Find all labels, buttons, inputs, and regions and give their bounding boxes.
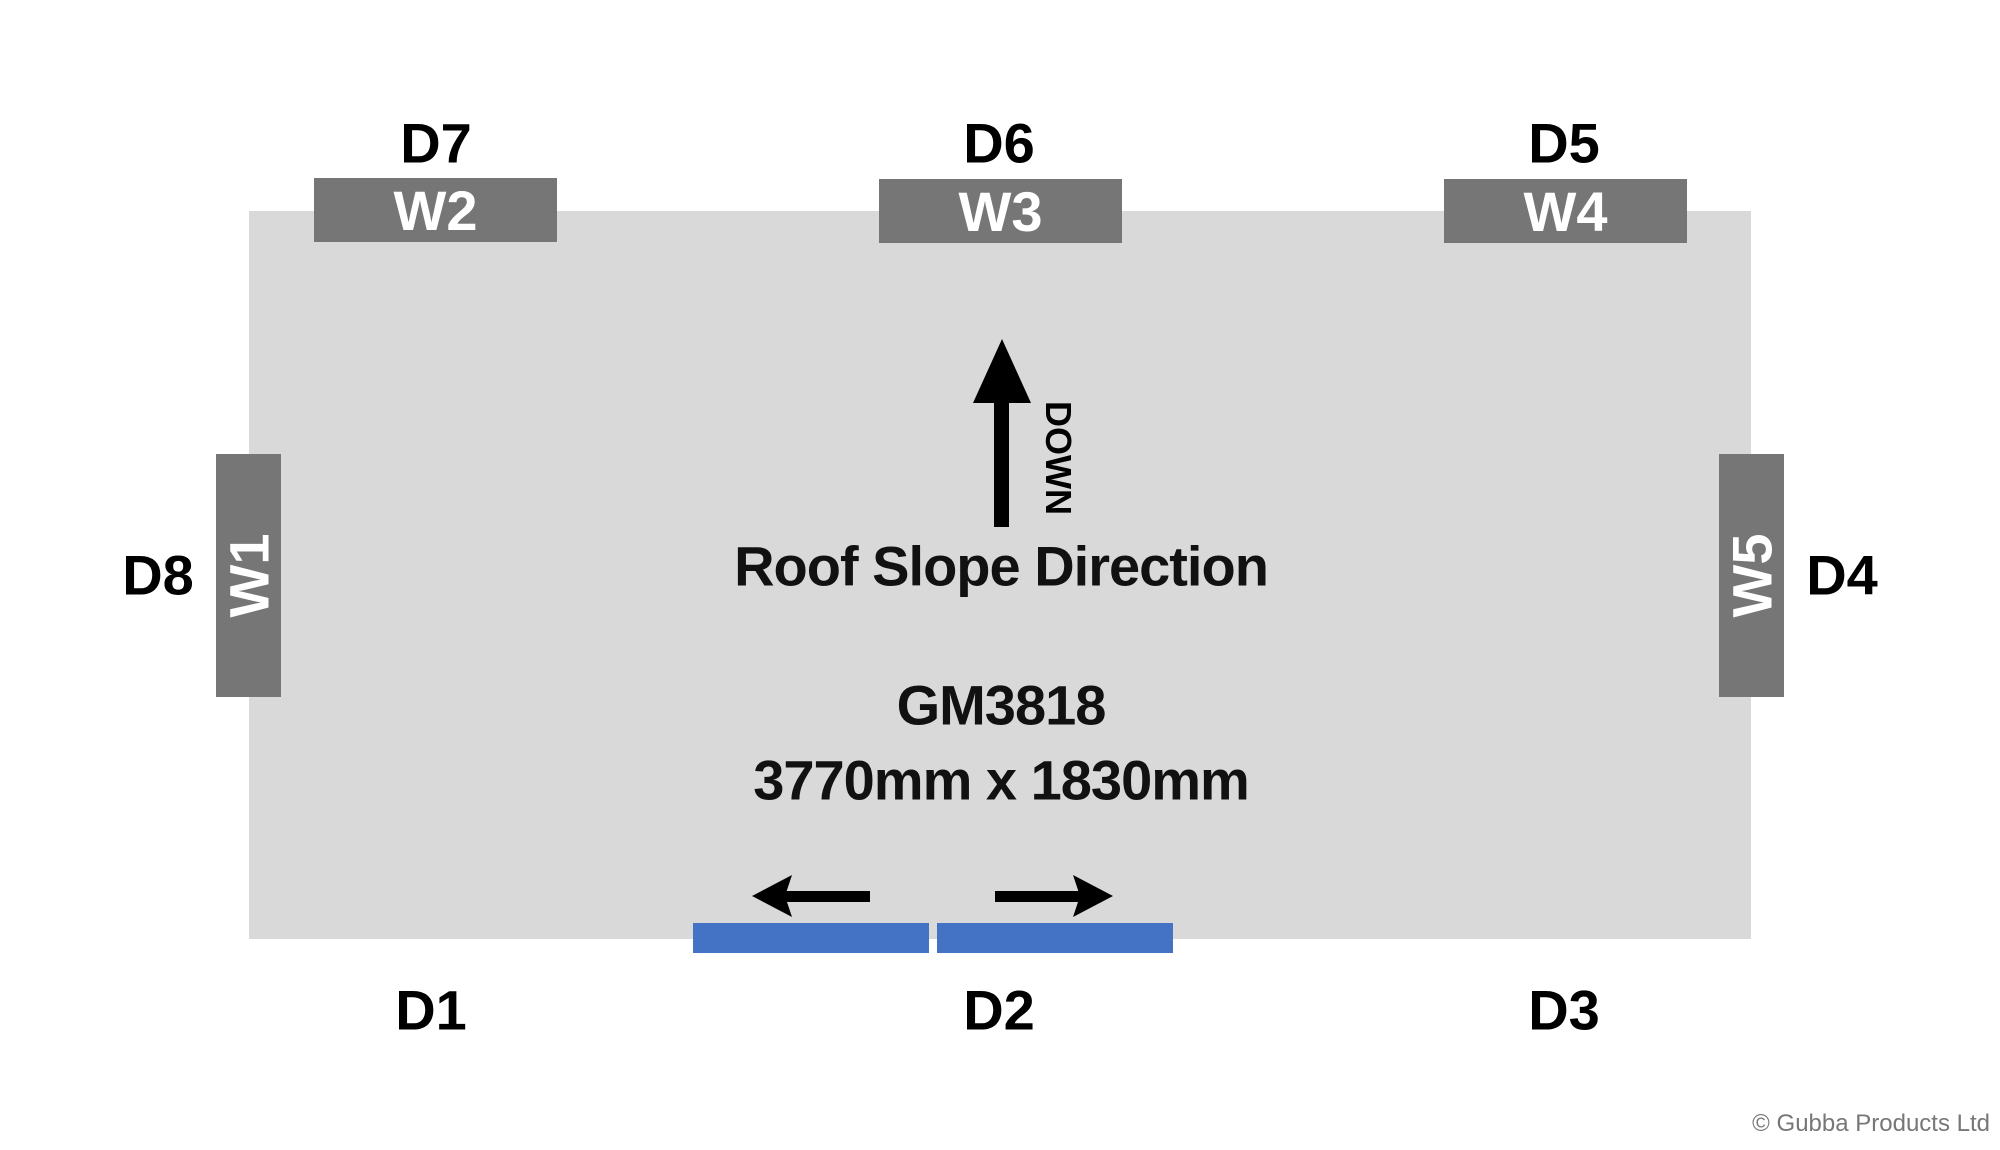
- position-d5: D5: [1528, 111, 1600, 175]
- position-d2: D2: [963, 978, 1035, 1042]
- model-code: GM3818: [896, 673, 1107, 737]
- dimensions: 3770mm x 1830mm: [753, 748, 1250, 812]
- window-w1: W1: [216, 454, 281, 697]
- position-d4: D4: [1806, 543, 1878, 607]
- roof-slope-label: Roof Slope Direction: [734, 534, 1269, 598]
- copyright: © Gubba Products Ltd: [1752, 1110, 1990, 1137]
- sliding-door-left-panel: [693, 923, 929, 953]
- building-floor-plan: [249, 211, 1751, 939]
- slope-down-label: DOWN: [1038, 401, 1079, 515]
- window-w2: W2: [314, 178, 557, 242]
- slope-up-arrow-icon: [973, 339, 1031, 527]
- sliding-door-right-panel: [937, 923, 1173, 953]
- position-d7: D7: [400, 111, 472, 175]
- position-d3: D3: [1528, 978, 1600, 1042]
- slide-left-arrow-icon: [752, 875, 870, 917]
- window-w3: W3: [879, 179, 1122, 243]
- window-label: W3: [958, 179, 1043, 243]
- window-w4: W4: [1444, 179, 1687, 243]
- position-d6: D6: [963, 111, 1035, 175]
- window-label: W4: [1523, 179, 1608, 243]
- window-w5: W5: [1719, 454, 1784, 697]
- window-label: W2: [393, 178, 478, 242]
- position-d1: D1: [395, 978, 467, 1042]
- slide-right-arrow-icon: [995, 875, 1113, 917]
- position-d8: D8: [122, 543, 194, 607]
